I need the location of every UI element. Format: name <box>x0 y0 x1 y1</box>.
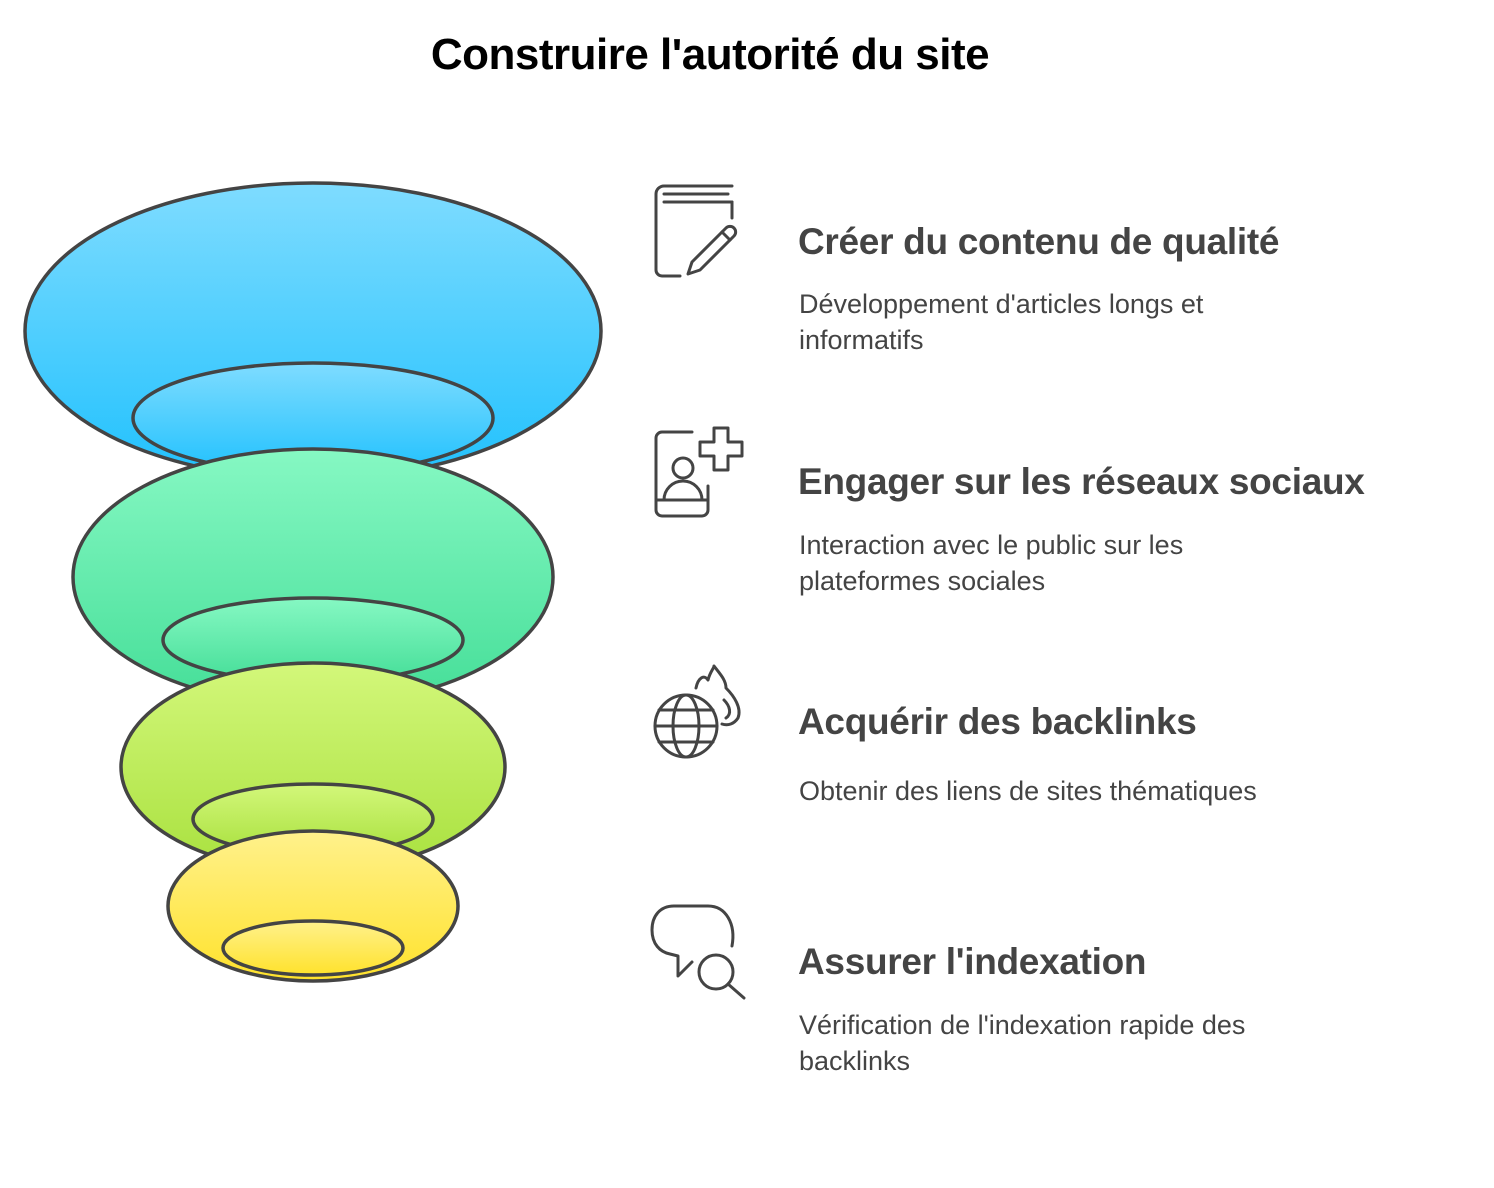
step-2-description: Interaction avec le public sur les plate… <box>799 530 1184 596</box>
funnel-layer-2 <box>71 447 555 707</box>
step-1-title: Créer du contenu de qualité <box>798 221 1280 262</box>
page-title: Construire l'autorité du site <box>430 30 990 79</box>
step-2-title: Engager sur les réseaux sociaux <box>798 461 1365 502</box>
step-1-description: Développement d'articles longs et inform… <box>799 289 1204 355</box>
funnel-layer-1 <box>23 181 603 481</box>
funnel-layer-4 <box>166 829 460 983</box>
book-pencil-icon <box>654 184 738 278</box>
chat-search-icon <box>650 904 746 1000</box>
step-4-title: Assurer l'indexation <box>798 941 1147 982</box>
step-3-title: Acquérir des backlinks <box>798 701 1197 742</box>
step-3-description: Obtenir des liens de sites thématiques <box>799 776 1257 806</box>
globe-fire-icon <box>653 664 741 759</box>
step-4-description: Vérification de l'indexation rapide des … <box>799 1010 1246 1076</box>
user-add-icon <box>654 426 744 518</box>
funnel-diagram <box>23 181 603 983</box>
